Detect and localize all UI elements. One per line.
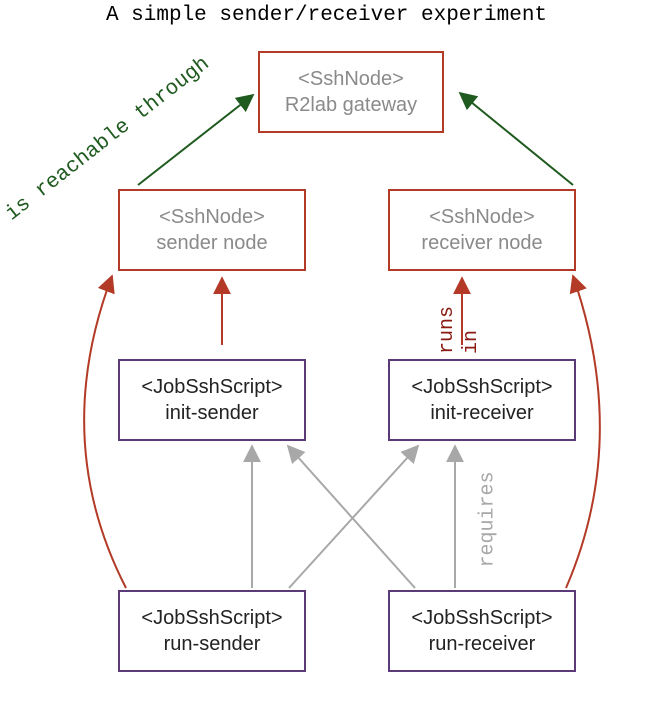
init-sender-name: init-sender: [165, 402, 259, 424]
receiver-node-type: <SshNode>: [429, 206, 535, 228]
edge-run-sender-runs-in: [83, 274, 127, 589]
init-receiver-type: <JobSshScript>: [411, 376, 553, 398]
edge-run-receiver-runs-in: [565, 274, 601, 589]
receiver-node-name: receiver node: [421, 232, 543, 254]
init-sender-script: <JobSshScript> init-sender: [118, 359, 306, 441]
requires-label: requires: [476, 471, 500, 568]
run-sender-type: <JobSshScript>: [141, 607, 283, 629]
gateway-node: <SshNode> R2lab gateway: [258, 51, 444, 133]
edge-run-sender-requires-init-receiver: [288, 444, 420, 589]
edge-receiver-to-gateway: [458, 91, 574, 186]
gateway-node-type: <SshNode>: [298, 68, 404, 90]
receiver-node: <SshNode> receiver node: [388, 189, 576, 271]
init-receiver-name: init-receiver: [430, 402, 534, 424]
init-receiver-script: <JobSshScript> init-receiver: [388, 359, 576, 441]
sender-node: <SshNode> sender node: [118, 189, 306, 271]
sender-node-type: <SshNode>: [159, 206, 265, 228]
run-receiver-name: run-receiver: [428, 633, 536, 655]
sender-node-name: sender node: [156, 232, 268, 254]
run-sender-script: <JobSshScript> run-sender: [118, 590, 306, 672]
run-sender-name: run-sender: [163, 633, 261, 655]
edge-run-receiver-requires-init-sender: [286, 444, 416, 589]
init-sender-type: <JobSshScript>: [141, 376, 283, 398]
gateway-node-name: R2lab gateway: [284, 94, 418, 116]
diagram-title: A simple sender/receiver experiment: [105, 4, 548, 27]
run-receiver-script: <JobSshScript> run-receiver: [388, 590, 576, 672]
run-receiver-type: <JobSshScript>: [411, 607, 553, 629]
edge-sender-to-gateway: [137, 93, 255, 186]
runs-in-label: runs in: [436, 305, 483, 354]
